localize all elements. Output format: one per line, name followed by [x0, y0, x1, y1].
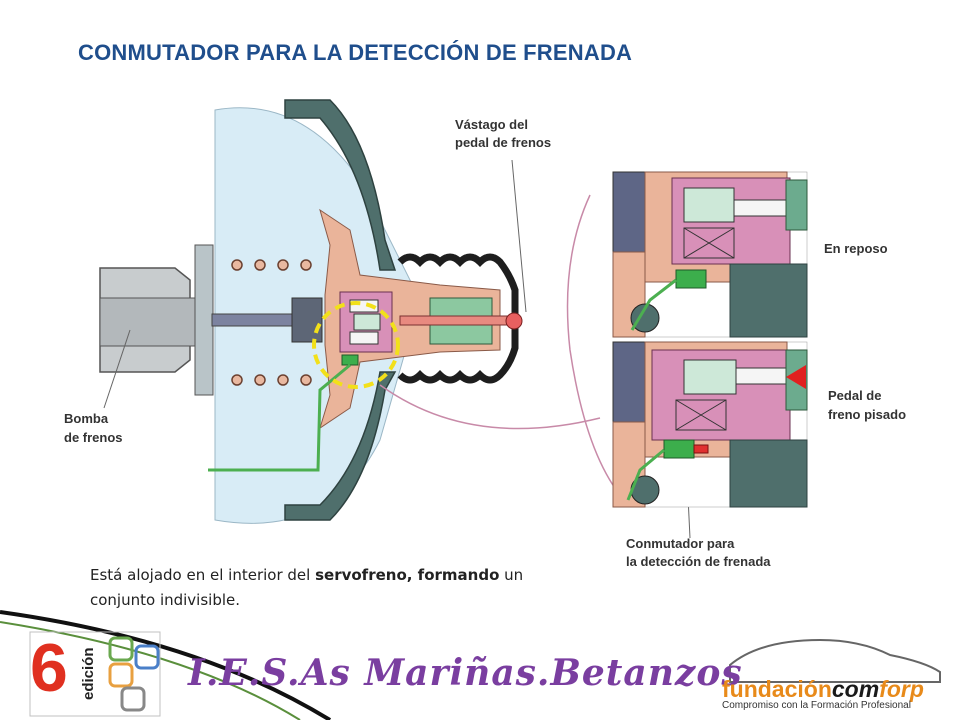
page-title: CONMUTADOR PARA LA DETECCIÓN DE FRENADA: [78, 40, 633, 65]
label-bomba-1: Bomba: [64, 411, 109, 426]
inset-rest: [612, 171, 808, 338]
logo-tagline: Compromiso con la Formación Profesional: [722, 700, 911, 711]
booster-housing-bottom: [284, 371, 397, 521]
edition-logo-frame: [29, 631, 161, 717]
description-part2: un conjunto indivisible.: [90, 566, 524, 609]
label-conmutador-1: Conmutador para: [626, 536, 735, 551]
seal-dots: [231, 259, 312, 386]
label-bomba-2: de frenos: [64, 430, 123, 445]
label-en-reposo: En reposo: [824, 241, 888, 256]
logo-part2: com: [831, 676, 880, 702]
leader-bomba: [103, 329, 131, 409]
brake-switch: [341, 354, 359, 366]
edition-word: edición: [80, 647, 97, 700]
booster-housing: [284, 99, 397, 271]
label-pedal-1: Pedal de: [828, 388, 882, 403]
label-vastago-2: pedal de frenos: [455, 135, 552, 150]
label-vastago-1: Vástago del: [455, 117, 528, 132]
red-arrow-icon: [786, 365, 806, 389]
description-paragraph: Está alojado en el interior del servofre…: [90, 563, 570, 613]
logo-part3: forp: [879, 676, 924, 702]
footer-swoosh: [0, 610, 332, 720]
label-conmutador-2: la detección de frenada: [626, 554, 771, 569]
mounting-plate: [194, 244, 214, 396]
edition-number: 6: [30, 630, 68, 706]
car-logo-icon: [729, 638, 941, 683]
pedal-rod: [399, 315, 511, 326]
description-part1: Está alojado en el interior del: [90, 566, 316, 584]
magnifier-circle-icon: [566, 194, 621, 496]
label-pedal-2: freno pisado: [828, 407, 907, 422]
pedal-rod-ball: [505, 312, 523, 330]
edition-logo-squares: [108, 636, 160, 712]
highlight-circle: [312, 301, 400, 389]
leader-vastago: [511, 159, 527, 313]
inset-pressed: [612, 341, 808, 508]
push-rod: [211, 313, 298, 327]
school-name: I.E.S.As Mariñas.Betanzos: [188, 652, 743, 694]
fundacion-logo: fundacióncomforp: [722, 676, 924, 703]
description-bold: servofreno, formando: [315, 566, 500, 584]
logo-part1: fundación: [722, 676, 832, 702]
switch-wire: [208, 363, 351, 472]
